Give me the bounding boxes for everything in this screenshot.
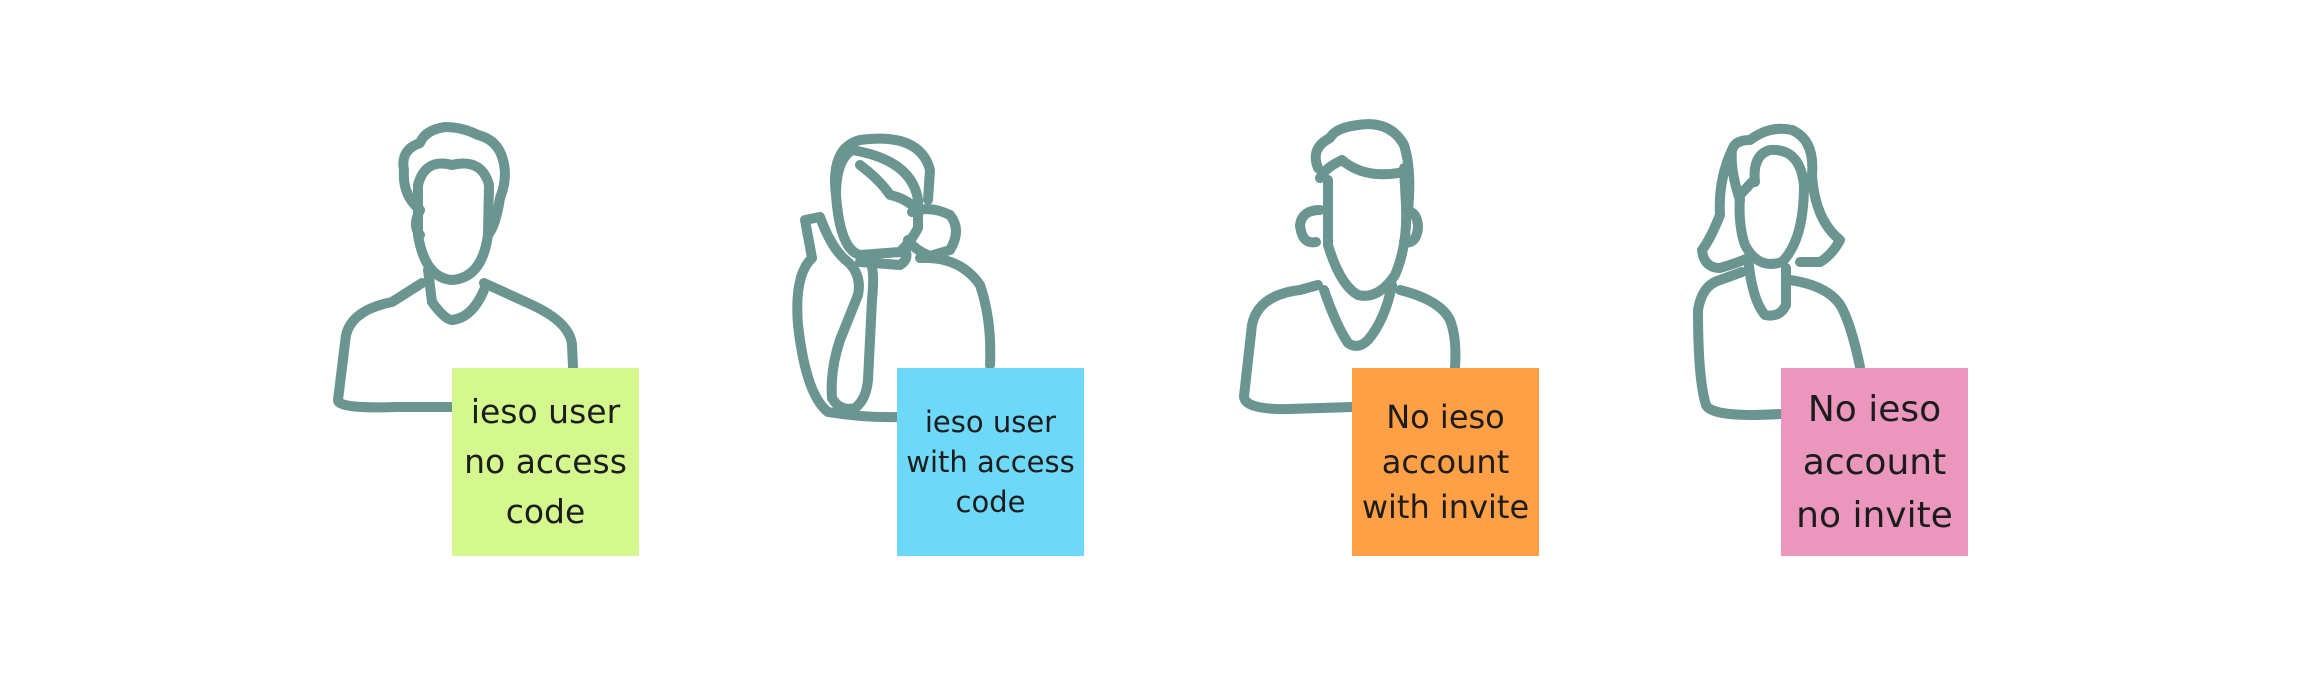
persona-label: ieso user no access code xyxy=(464,392,627,531)
persona-note: No ieso account no invite xyxy=(1781,368,1968,556)
persona-label: ieso user with access code xyxy=(906,405,1075,519)
persona-label: No ieso account no invite xyxy=(1796,388,1953,536)
persona-note: ieso user with access code xyxy=(897,368,1084,556)
persona-note: ieso user no access code xyxy=(452,368,639,556)
persona-label: No ieso account with invite xyxy=(1361,397,1530,526)
persona-note: No ieso account with invite xyxy=(1352,368,1539,556)
